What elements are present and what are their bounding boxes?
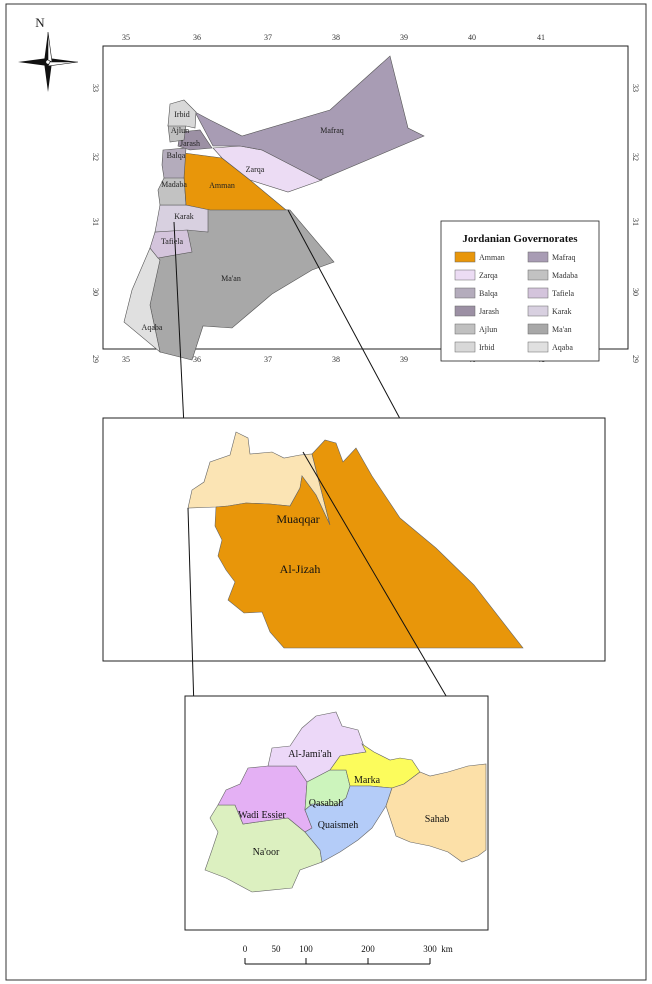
x-tick-top: 39: [400, 33, 408, 42]
y-tick-left: 30: [91, 288, 100, 296]
legend-swatch: [527, 269, 549, 281]
legend-item-label: Ajlun: [479, 325, 497, 334]
scale-bar: 0 50 100 200 300 km: [243, 944, 453, 965]
top-map-y-ticks-right: 33 32 31 30 29: [631, 84, 640, 363]
x-tick-bottom: 38: [332, 355, 340, 364]
legend-item-label: Balqa: [479, 289, 498, 298]
scale-label: 300: [423, 944, 437, 954]
region-label-ajlun: Ajlun: [171, 126, 189, 135]
district-label-quaismeh: Quaismeh: [318, 820, 359, 831]
region-jarash: [177, 129, 213, 151]
district-label-sahab: Sahab: [425, 814, 449, 825]
legend-swatch: [527, 287, 549, 299]
district-label-marka: Marka: [354, 775, 381, 786]
region-mafraq: [194, 55, 425, 181]
legend-item-label: Mafraq: [552, 253, 576, 262]
legend-swatch: [454, 305, 476, 317]
region-label-aqaba: Aqaba: [142, 323, 163, 332]
scale-label: 100: [299, 944, 313, 954]
region-aljizah: [214, 439, 524, 649]
legend-item-label: Madaba: [552, 271, 578, 280]
y-tick-left: 33: [91, 84, 100, 92]
legend-swatch: [454, 341, 476, 353]
north-label: N: [35, 15, 45, 30]
district-quaismeh: [304, 785, 393, 863]
scale-label: 50: [272, 944, 282, 954]
amman-subdivision-map: Muaqqar Al-Jizah: [102, 417, 606, 662]
scale-unit: km: [441, 944, 453, 954]
x-tick-bottom: 35: [122, 355, 130, 364]
x-tick-top: 35: [122, 33, 130, 42]
legend-swatch: [454, 251, 476, 263]
scale-label: 200: [361, 944, 375, 954]
legend-swatch: [454, 269, 476, 281]
legend-item-label: Amman: [479, 253, 505, 262]
region-label-karak: Karak: [174, 212, 194, 221]
region-label-aljizah: Al-Jizah: [280, 562, 321, 576]
x-tick-bottom: 39: [400, 355, 408, 364]
district-label-qasabah: Qasabah: [309, 798, 343, 809]
region-aqaba: [123, 247, 161, 353]
region-label-amman: Amman: [209, 181, 235, 190]
y-tick-left: 32: [91, 153, 100, 161]
legend-title: Jordanian Governorates: [462, 233, 578, 245]
top-map-x-ticks-top: 35 36 37 38 39 40 41: [122, 33, 545, 42]
legend-swatch: [454, 323, 476, 335]
region-label-jarash: Jarash: [180, 139, 200, 148]
y-tick-right: 29: [631, 355, 640, 363]
region-label-balqa: Balqa: [167, 151, 186, 160]
y-tick-right: 30: [631, 288, 640, 296]
y-tick-left: 31: [91, 218, 100, 226]
governorates-map: 35 36 37 38 39 40 41 35 36 37 38 39 40 4…: [91, 33, 640, 364]
district-sahab: [385, 763, 487, 863]
region-label-muaqqar: Muaqqar: [276, 512, 319, 526]
y-tick-right: 31: [631, 218, 640, 226]
x-tick-top: 37: [264, 33, 272, 42]
region-label-mafraq: Mafraq: [320, 126, 344, 135]
region-label-madaba: Madaba: [161, 180, 187, 189]
district-label-wadiessier: Wadi Essier: [238, 810, 286, 821]
legend-item-label: Karak: [552, 307, 572, 316]
x-tick-bottom: 37: [264, 355, 272, 364]
y-tick-left: 29: [91, 355, 100, 363]
north-arrow-icon: N: [18, 15, 79, 92]
legend-item-label: Aqaba: [552, 343, 573, 352]
district-label-naoor: Na'oor: [253, 847, 280, 858]
page-border: [5, 3, 647, 981]
legend-item-label: Jarash: [479, 307, 499, 316]
legend-item-label: Zarqa: [479, 271, 498, 280]
region-label-maan: Ma'an: [221, 274, 241, 283]
region-label-zarqa: Zarqa: [246, 165, 265, 174]
x-tick-bottom: 36: [193, 355, 201, 364]
y-tick-right: 33: [631, 84, 640, 92]
x-tick-top: 36: [193, 33, 201, 42]
scale-label: 0: [243, 944, 248, 954]
x-tick-top: 40: [468, 33, 476, 42]
legend-item-label: Ma'an: [552, 325, 572, 334]
region-balqa: [161, 147, 187, 179]
top-map-y-ticks-left: 33 32 31 30 29: [91, 84, 100, 363]
legend-item-label: Irbid: [479, 343, 495, 352]
legend-item-label: Tafiela: [552, 289, 575, 298]
region-label-irbid: Irbid: [174, 110, 190, 119]
legend-swatch: [527, 341, 549, 353]
x-tick-top: 38: [332, 33, 340, 42]
x-tick-top: 41: [537, 33, 545, 42]
legend-swatch: [527, 323, 549, 335]
region-irbid: [167, 99, 197, 129]
region-label-tafiela: Tafiela: [161, 237, 184, 246]
amman-districts-map: Al-Jami'ah Marka Qasabah Wadi Essier Sah…: [184, 695, 489, 931]
legend-swatch: [527, 251, 549, 263]
legend-swatch: [527, 305, 549, 317]
district-label-aljamiah: Al-Jami'ah: [288, 749, 331, 760]
legend-swatch: [454, 287, 476, 299]
y-tick-right: 32: [631, 153, 640, 161]
